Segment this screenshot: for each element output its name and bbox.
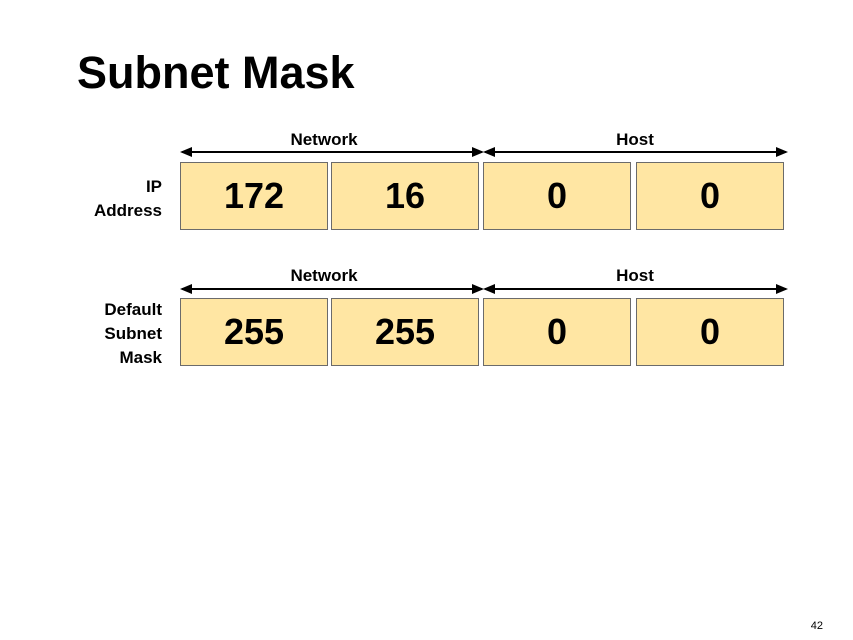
page-number: 42 [810,620,823,632]
ip-network-label: Network [290,130,358,149]
default-subnet-mask-label: Default Subnet Mask [104,298,162,370]
mask-host-arrow [483,283,788,295]
mask-octet-2: 255 [331,298,479,366]
mask-octet-1: 255 [180,298,328,366]
ip-host-label: Host [616,130,654,149]
ip-octet-4: 0 [636,162,784,230]
mask-network-label: Network [290,266,358,285]
mask-host-label: Host [616,266,654,285]
ip-octet-2: 16 [331,162,479,230]
ip-address-label-line-2: Address [93,201,162,220]
ip-octet-1: 172 [180,162,328,230]
ip-network-arrow [180,146,484,158]
mask-label-line-3: Mask [119,348,162,367]
mask-octet-3: 0 [483,298,631,366]
slide-title: Subnet Mask [77,47,355,98]
ip-address-label: IP Address [94,175,162,223]
ip-address-label-line-1: IP [145,177,162,196]
mask-label-line-1: Default [104,300,162,319]
mask-octet-4: 0 [636,298,784,366]
mask-label-line-2: Subnet [104,324,162,343]
ip-octet-3: 0 [483,162,631,230]
ip-host-arrow [483,146,788,158]
mask-network-arrow [180,283,484,295]
